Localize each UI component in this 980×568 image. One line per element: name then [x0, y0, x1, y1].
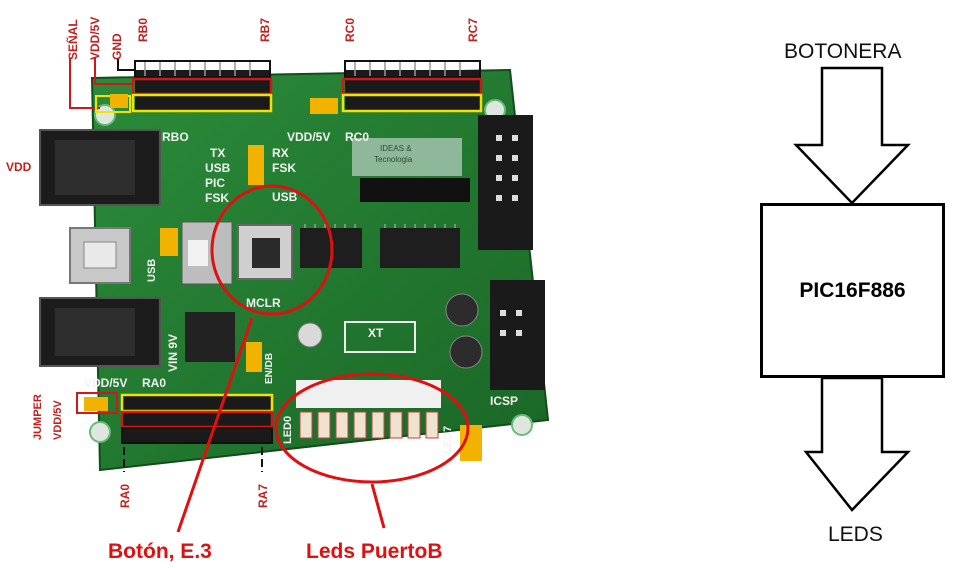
mount-hole [511, 414, 533, 436]
silk-xt: XT [368, 326, 384, 340]
lcd-header [360, 178, 470, 202]
silk-fsk: FSK [205, 191, 229, 205]
input-label: BOTONERA [784, 40, 902, 63]
silk-usb2: USB [272, 190, 298, 204]
box-ra-black [121, 427, 273, 444]
label-ra0: RA0 [118, 483, 132, 508]
capacitor [445, 293, 479, 327]
chip-block: PIC16F886 [760, 203, 945, 378]
board-photo: SEÑAL VDD/5V GND RB0 RB7 RC0 RC7 VDD JUM… [6, 16, 550, 563]
box-jumper-vdd [76, 392, 118, 414]
leader-vdd [94, 58, 133, 85]
silk-pic: PIC [205, 176, 226, 190]
pointer-button [176, 317, 254, 533]
ic-pic [380, 228, 460, 268]
trimmer [297, 322, 323, 348]
crystal-outline [344, 321, 416, 353]
silk-vdd5v-mid: VDD/5V [287, 130, 331, 144]
header-pins-rb [144, 62, 251, 78]
silk-icsp: ICSP [490, 394, 519, 408]
silk-rbo: RBO [162, 130, 189, 144]
silk-rc0: RC0 [345, 130, 370, 144]
header-ra [122, 395, 272, 443]
jumper-usb2 [160, 228, 178, 256]
chip-label: PIC16F886 [799, 278, 906, 302]
led-row [296, 380, 441, 439]
ellipse-leds [274, 372, 470, 484]
arrow-input [793, 66, 911, 205]
arrow-output [803, 376, 911, 512]
box-rc-yellow [341, 93, 483, 113]
header-pins-rc [354, 62, 461, 78]
leader-senal [69, 58, 100, 109]
mount-hole [94, 104, 116, 126]
label-rc0: RC0 [343, 17, 357, 42]
output-label: LEDS [828, 523, 883, 546]
silk-usb: USB [205, 161, 231, 175]
board-illustration [39, 58, 550, 533]
jumper-led [460, 425, 482, 461]
logo-line1: IDEAS & [380, 144, 412, 153]
silk-led7: LED7 [442, 425, 454, 454]
silk-vdd5v-left: VDD/5V [84, 376, 128, 390]
label-jumper-vdd5v: VDD/5V [52, 400, 64, 440]
label-rb0: RB0 [136, 17, 150, 42]
label-rc7: RC7 [466, 17, 480, 42]
silk-usb-side: USB [146, 258, 158, 282]
label-ra7: RA7 [256, 483, 270, 508]
annotation-leds: Leds PuertoB [306, 540, 443, 563]
header-right-1 [478, 115, 533, 250]
ellipse-button [210, 184, 334, 316]
jumper-vdd [84, 397, 108, 411]
label-rb7: RB7 [258, 17, 272, 42]
diagram-arrows [793, 66, 911, 512]
silk-tx: TX [210, 146, 226, 160]
jumper-usb [248, 145, 264, 185]
silk-fsk2: FSK [272, 161, 296, 175]
pointer-leds [370, 483, 386, 529]
label-senal: SEÑAL [66, 19, 80, 60]
capacitor [449, 335, 483, 369]
silk-mclr: MCLR [246, 296, 281, 310]
logo-line2: Tecnologia [374, 155, 413, 164]
silk-ra0: RA0 [142, 376, 167, 390]
jumper-left [110, 94, 128, 108]
box-rb-yellow [131, 93, 273, 113]
voltage-regulator [185, 312, 235, 362]
silk-rx: RX [272, 146, 289, 160]
mount-hole [89, 421, 111, 443]
block-diagram [560, 0, 980, 568]
label-gnd: GND [110, 33, 124, 60]
label-vdd: VDD [6, 160, 32, 174]
silk-vin: VIN 9V [166, 333, 180, 372]
label-jumper: JUMPER [32, 394, 44, 440]
box-rc-black [344, 60, 481, 78]
silk-led0: LED0 [282, 415, 294, 444]
reset-button-cap [252, 238, 280, 268]
jumper-en [246, 342, 262, 372]
annotation-button: Botón, E.3 [108, 540, 212, 563]
jumper-mid [310, 98, 338, 114]
logo-plate [352, 138, 462, 176]
silk-en: EN/DB [264, 352, 275, 384]
leader-gnd [117, 58, 135, 71]
label-vdd5v-top: VDD/5V [88, 16, 102, 60]
